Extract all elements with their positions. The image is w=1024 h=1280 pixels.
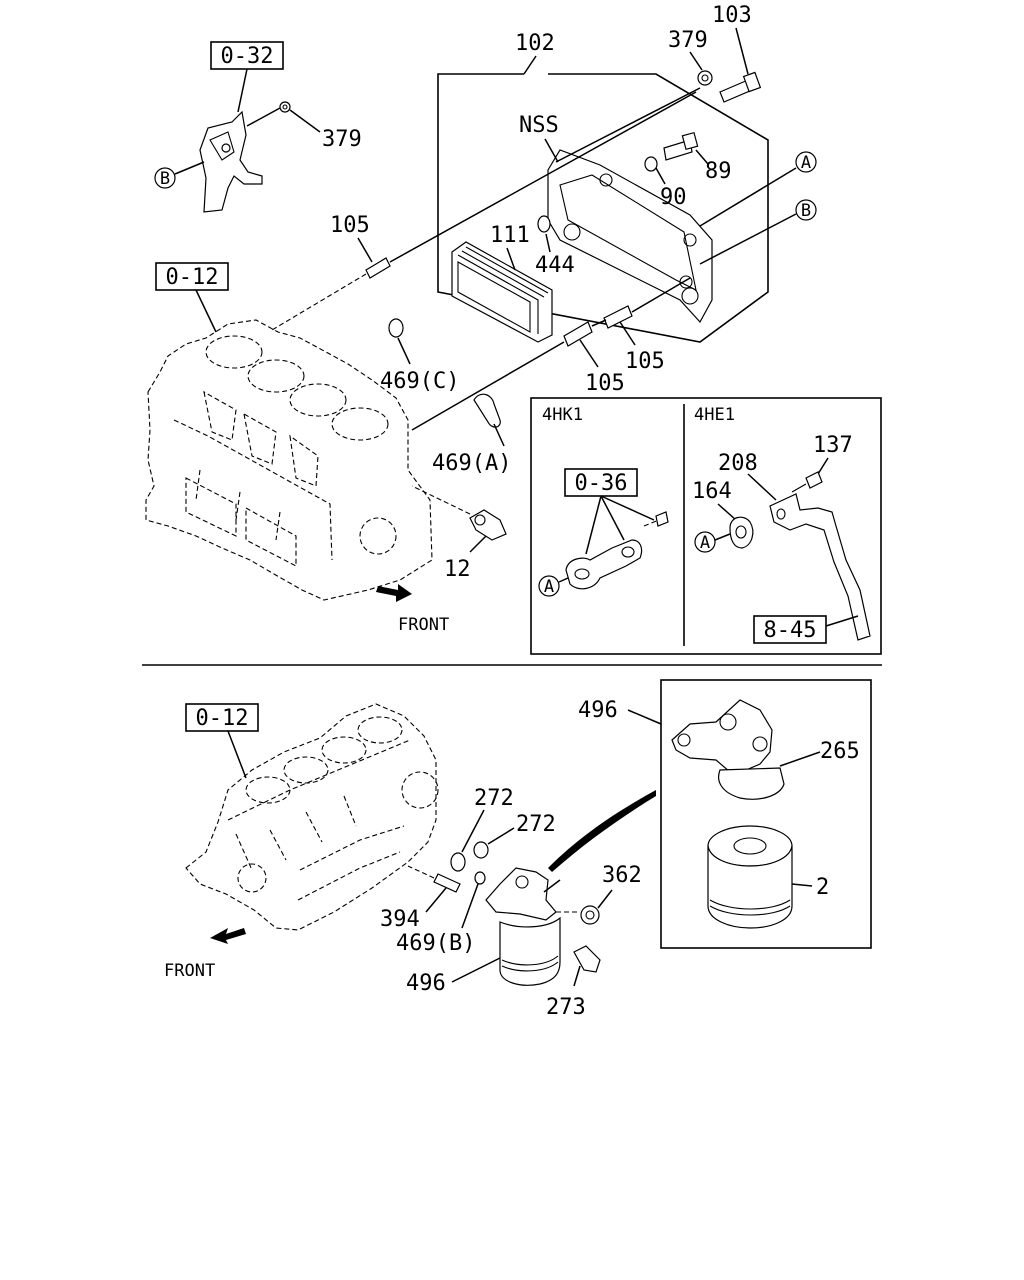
callout-137: 137 [813, 433, 853, 458]
cooler-markers: A B [699, 151, 817, 265]
variant-4he1-title: 4HE1 [694, 405, 735, 425]
variant-4hk1-title: 4HK1 [542, 405, 583, 425]
oil-filter-assembly: 496 362 273 [406, 790, 656, 1020]
marker-b-right: B [801, 201, 811, 221]
callout-394: 394 [380, 907, 420, 932]
engine-block-bottom: 0-12 [185, 703, 439, 931]
callout-105-upper: 105 [330, 213, 370, 238]
studs-105: 105 105 105 [271, 91, 697, 431]
callout-496-top: 496 [578, 698, 618, 723]
callout-12: 12 [444, 557, 471, 582]
callout-164: 164 [692, 479, 732, 504]
callout-208: 208 [718, 451, 758, 476]
marker-a-4he1: A [700, 533, 710, 553]
callout-103: 103 [712, 3, 752, 28]
callout-265: 265 [820, 739, 860, 764]
ref-box-engine-bottom: 0-12 [196, 706, 249, 731]
callout-272-a: 272 [474, 786, 514, 811]
front-label-bottom: FRONT [164, 961, 215, 981]
callout-89: 89 [705, 159, 732, 184]
callout-105-lower: 105 [585, 371, 625, 396]
oil-cooler-assembly: 102 NSS 111 444 90 89 [437, 31, 769, 343]
fitting-12: 12 [411, 485, 507, 582]
long-bolt-and-nut: 379 103 [555, 3, 762, 163]
marker-a-4hk1: A [544, 577, 554, 597]
callout-102: 102 [515, 31, 555, 56]
callout-2: 2 [816, 875, 829, 900]
variant-box: 4HK1 4HE1 0-36 A 208 137 164 A 8-45 [530, 397, 882, 655]
ref-box-8-45: 8-45 [764, 618, 817, 643]
callout-nss: NSS [519, 113, 559, 138]
o-rings-469: 469(C) 469(A) [380, 318, 511, 476]
callout-111: 111 [490, 223, 530, 248]
front-arrow-top: FRONT [376, 584, 449, 635]
marker-a-top: A [801, 153, 811, 173]
filter-detail-box: 496 265 2 [578, 679, 872, 949]
callout-379-left: 379 [322, 127, 362, 152]
ref-box-0-36: 0-36 [575, 471, 628, 496]
engine-block-top: 0-12 [145, 262, 433, 601]
callout-444: 444 [535, 253, 575, 278]
front-label-top: FRONT [398, 615, 449, 635]
callout-496-bottom: 496 [406, 971, 446, 996]
callout-379-top: 379 [668, 28, 708, 53]
callout-469a: 469(A) [432, 451, 511, 476]
filter-mount-seals: 272 272 394 469(B) [380, 786, 556, 956]
callout-105-right: 105 [625, 349, 665, 374]
ref-box-upper-sensor: 0-32 [221, 44, 274, 69]
front-arrow-bottom: FRONT [164, 928, 246, 981]
callout-272-b: 272 [516, 812, 556, 837]
upper-sensor-fitting: 0-32 379 B [154, 41, 362, 213]
marker-b-left: B [160, 169, 170, 189]
callout-273: 273 [546, 995, 586, 1020]
callout-362: 362 [602, 863, 642, 888]
callout-90: 90 [660, 185, 687, 210]
callout-469c: 469(C) [380, 369, 459, 394]
ref-box-engine-top: 0-12 [166, 265, 219, 290]
callout-469b: 469(B) [396, 931, 475, 956]
